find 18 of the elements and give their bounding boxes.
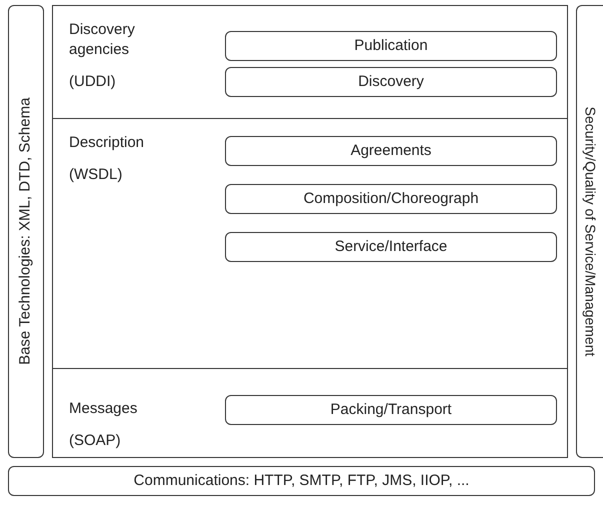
- layer-title: Messages: [69, 399, 138, 419]
- bar-label: Communications: HTTP, SMTP, FTP, JMS, IIOP, ...: [134, 470, 470, 491]
- process-box: Discovery: [225, 67, 557, 97]
- process-box: Composition/Choreograph: [225, 184, 557, 214]
- process-box: Service/Interface: [225, 232, 557, 262]
- layer-title: Discovery agencies: [69, 20, 136, 60]
- column-label: Security/Quality of Service/Management: [582, 106, 600, 356]
- process-box: Packing/Transport: [225, 395, 557, 425]
- side-column: [8, 5, 44, 458]
- column-label: Base Technologies: XML, DTD, Schema: [16, 98, 35, 366]
- base-bar: [8, 466, 595, 496]
- side-column: [576, 5, 603, 458]
- layer-subtitle: (UDDI): [69, 72, 117, 92]
- process-box: Agreements: [225, 136, 557, 166]
- layer-subtitle: (WSDL): [69, 165, 124, 185]
- process-box: Publication: [225, 31, 557, 61]
- layer-subtitle: (SOAP): [69, 431, 122, 451]
- layer-title: Description: [69, 133, 146, 153]
